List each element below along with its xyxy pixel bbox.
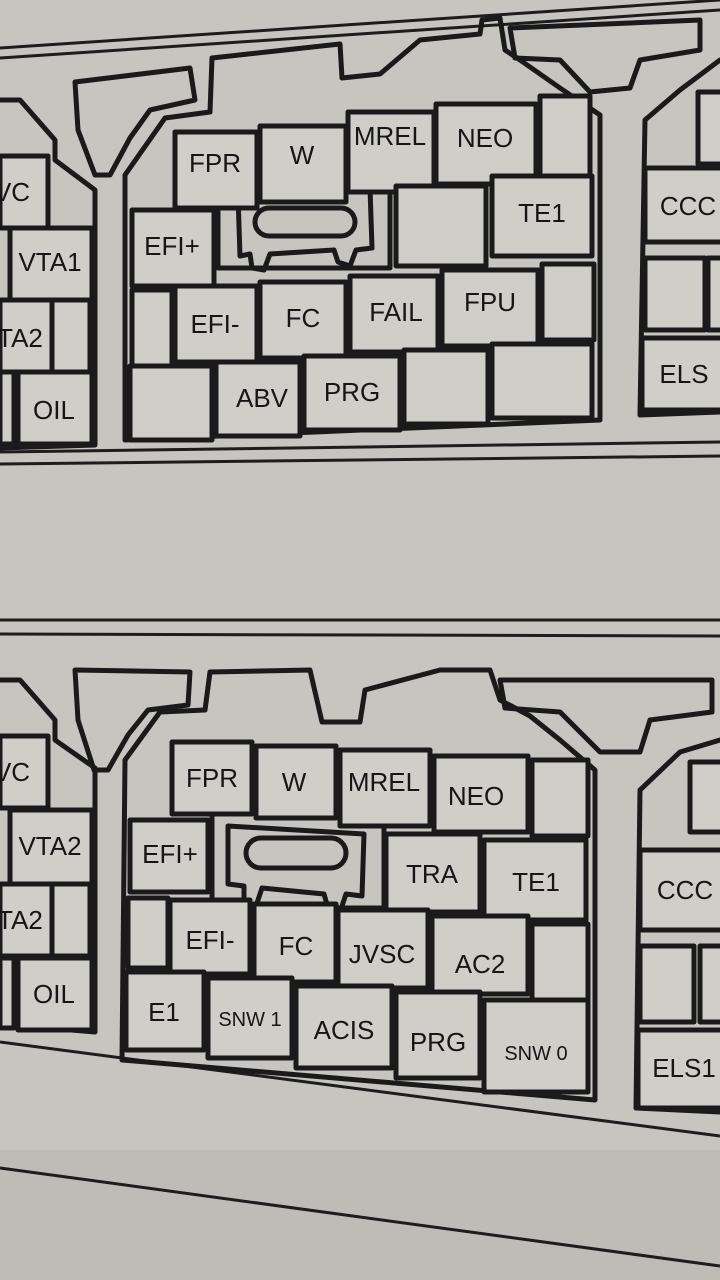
lower-right-partial-block: CCC ELS1 <box>633 737 720 1115</box>
lower-pin-e1: E1 <box>148 997 180 1027</box>
lower-pin-jvsc: JVSC <box>349 939 415 969</box>
lower-pin-mrel: MREL <box>348 767 420 797</box>
lower-pin-efi-plus: EFI+ <box>142 839 198 869</box>
upper-pin-fail: FAIL <box>369 297 422 327</box>
upper-left-label-ta2: TA2 <box>0 323 43 353</box>
lower-pin-ac2: AC2 <box>455 949 506 979</box>
upper-pin-fpr: FPR <box>189 148 241 178</box>
lower-left-partial-block: VC VTA2 TA2 OIL <box>0 677 98 1035</box>
upper-left-label-vta1: VTA1 <box>18 247 81 277</box>
lower-left-label-vta2: VTA2 <box>18 831 81 861</box>
upper-pin-fc: FC <box>286 303 321 333</box>
lower-pin-snw0: SNW 0 <box>504 1043 567 1065</box>
upper-pin-neo: NEO <box>457 123 513 153</box>
upper-right-label-els: ELS <box>659 359 708 389</box>
upper-left-label-vc: VC <box>0 177 30 207</box>
lower-pin-snw1: SNW 1 <box>218 1009 281 1031</box>
lower-connector: VC VTA2 TA2 OIL <box>0 618 720 1268</box>
lower-pin-efi-minus: EFI- <box>185 925 234 955</box>
lower-left-label-ta2: TA2 <box>0 905 43 935</box>
lower-pin-acis: ACIS <box>314 1015 375 1045</box>
lower-pin-prg: PRG <box>410 1027 466 1057</box>
upper-pin-efi-minus: EFI- <box>190 309 239 339</box>
upper-pin-fpu: FPU <box>464 287 516 317</box>
upper-left-partial-block: VC VTA1 TA2 OIL <box>0 97 98 451</box>
upper-pin-prg: PRG <box>324 377 380 407</box>
upper-pin-mrel: MREL <box>354 121 426 151</box>
lower-pin-w: W <box>282 767 307 797</box>
upper-main-pins: FPR W MREL NEO EFI+ TE1 EFI- FC FAIL FPU… <box>127 93 597 443</box>
upper-connector: VC VTA1 TA2 OIL <box>0 0 720 466</box>
lower-left-label-oil: OIL <box>33 979 75 1009</box>
upper-right-label-ccc: CCC <box>660 191 716 221</box>
lower-pin-te1: TE1 <box>512 867 560 897</box>
upper-pin-te1: TE1 <box>518 198 566 228</box>
upper-pin-abv: ABV <box>236 383 289 413</box>
upper-right-partial-block: CCC ELS <box>637 57 720 418</box>
upper-pin-w: W <box>290 140 315 170</box>
lower-left-label-vc: VC <box>0 757 30 787</box>
upper-left-label-oil: OIL <box>33 395 75 425</box>
lower-pin-fpr: FPR <box>186 763 238 793</box>
lower-main-pins: FPR W MREL NEO EFI+ TRA TE1 EFI- FC JVSC… <box>123 739 591 1095</box>
lower-right-label-ccc: CCC <box>657 875 713 905</box>
upper-pin-efi-plus: EFI+ <box>144 231 200 261</box>
lower-pin-fc: FC <box>279 931 314 961</box>
lower-right-label-els1: ELS1 <box>652 1053 716 1083</box>
lower-pin-neo: NEO <box>448 781 504 811</box>
lower-pin-tra: TRA <box>406 859 459 889</box>
